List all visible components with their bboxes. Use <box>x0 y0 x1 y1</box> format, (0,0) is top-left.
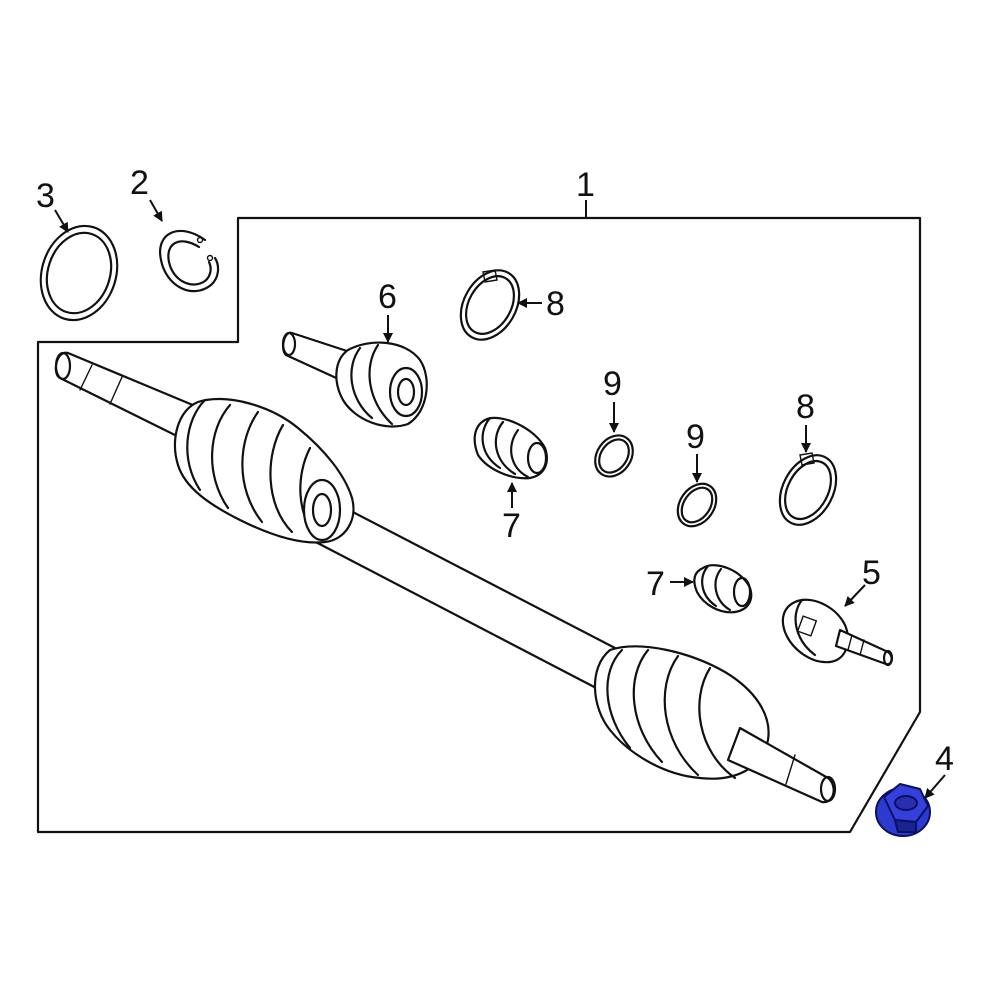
callout-4: 4 <box>935 740 954 778</box>
part-8-clamp-upper[interactable] <box>449 260 531 350</box>
callout-9-lower: 9 <box>686 418 705 456</box>
part-4-hex-nut[interactable] <box>875 783 931 837</box>
assembly-boundary <box>36 216 922 834</box>
axle-shaft-assembly[interactable] <box>54 351 837 804</box>
callout-2: 2 <box>130 164 149 202</box>
part-8-clamp-lower[interactable] <box>769 446 848 535</box>
callout-8-lower: 8 <box>796 388 815 426</box>
part-7-boot-upper[interactable] <box>473 416 548 480</box>
part-5-outer-cv-joint[interactable] <box>781 598 894 667</box>
callout-5: 5 <box>862 554 881 592</box>
callout-labels: 1 2 3 4 5 6 7 7 8 8 9 9 <box>36 164 954 778</box>
part-9-clamp-lower[interactable] <box>670 476 724 533</box>
callout-9-upper: 9 <box>603 365 622 403</box>
callout-7-upper: 7 <box>502 507 521 545</box>
callout-8-upper: 8 <box>546 285 565 323</box>
part-3-seal-ring[interactable] <box>29 216 129 330</box>
part-9-clamp-upper[interactable] <box>587 428 640 484</box>
callout-7-lower: 7 <box>646 565 665 603</box>
part-7-boot-lower[interactable] <box>693 564 753 614</box>
callout-6: 6 <box>378 278 397 316</box>
callout-1: 1 <box>576 166 595 204</box>
part-2-snap-ring[interactable] <box>159 229 220 293</box>
callout-3: 3 <box>36 177 55 215</box>
part-6-inner-cv-joint[interactable] <box>281 331 428 428</box>
leader-lines <box>54 199 946 799</box>
